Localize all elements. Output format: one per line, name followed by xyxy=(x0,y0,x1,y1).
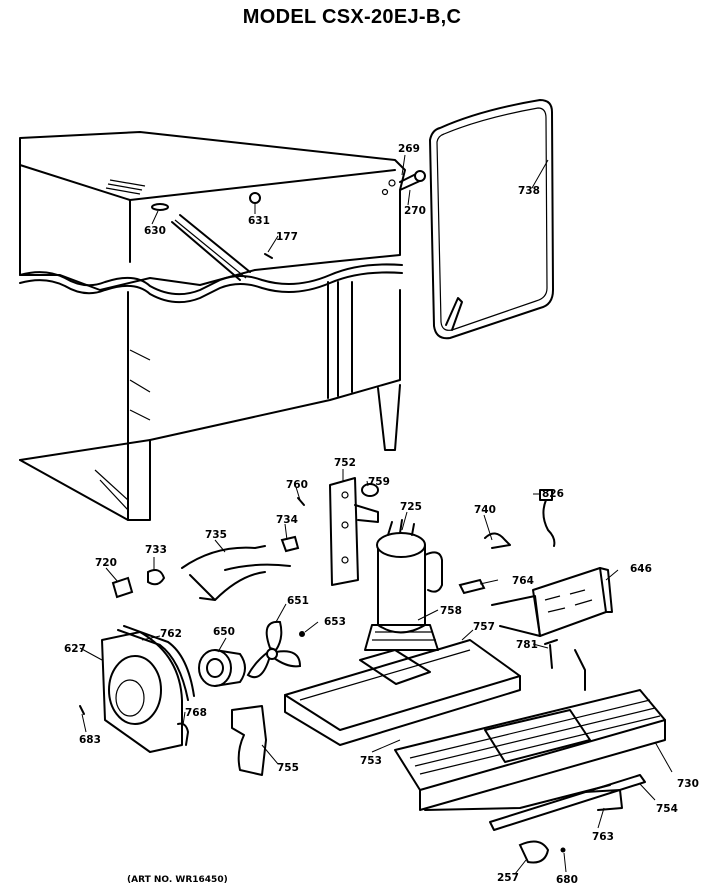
callout-763: 763 xyxy=(592,831,614,843)
part-760-screw xyxy=(297,497,305,506)
callout-683: 683 xyxy=(79,734,101,746)
diagram-title: MODEL CSX-20EJ-B,C xyxy=(243,6,461,28)
part-177-screw xyxy=(264,253,273,259)
callout-755: 755 xyxy=(277,762,299,774)
part-752-bracket xyxy=(329,477,379,586)
part-764-clamp xyxy=(458,578,486,595)
part-733-thermostat xyxy=(147,569,166,586)
callout-762: 762 xyxy=(160,628,182,640)
part-763-bracket xyxy=(584,789,623,811)
callout-760: 760 xyxy=(286,479,308,491)
callout-735: 735 xyxy=(205,529,227,541)
part-826-cord xyxy=(539,489,556,547)
part-630-plug xyxy=(151,203,169,211)
callout-764: 764 xyxy=(512,575,534,587)
part-646-board xyxy=(491,567,613,637)
leader-lines xyxy=(79,154,673,875)
part-725-compressor xyxy=(364,519,443,651)
callout-630: 630 xyxy=(144,225,166,237)
callout-758: 758 xyxy=(440,605,462,617)
part-755-panel xyxy=(231,705,267,776)
callout-754: 754 xyxy=(656,803,678,815)
callout-753: 753 xyxy=(360,755,382,767)
callout-781: 781 xyxy=(516,639,538,651)
part-653-nut xyxy=(299,631,305,637)
callout-labels: 269 270 738 630 631 177 760 752 759 725 … xyxy=(64,143,699,886)
part-781-screw xyxy=(544,639,558,669)
callout-738: 738 xyxy=(518,185,540,197)
part-754-rail xyxy=(489,774,646,831)
part-257-cap xyxy=(518,840,550,864)
part-650-fan-motor xyxy=(198,649,246,687)
callout-651: 651 xyxy=(287,595,309,607)
callout-730: 730 xyxy=(677,778,699,790)
part-757-base-pan xyxy=(284,639,521,746)
part-735-harness xyxy=(181,545,291,601)
callout-752: 752 xyxy=(334,457,356,469)
callout-631: 631 xyxy=(248,215,270,227)
part-627-shroud xyxy=(101,625,195,753)
callout-725: 725 xyxy=(400,501,422,513)
part-740-clip xyxy=(484,532,511,549)
callout-177: 177 xyxy=(276,231,298,243)
callout-257: 257 xyxy=(497,872,519,884)
callout-768: 768 xyxy=(185,707,207,719)
part-631-grommet xyxy=(249,192,261,204)
door-gasket-738 xyxy=(399,99,554,340)
callout-759: 759 xyxy=(368,476,390,488)
callout-757: 757 xyxy=(473,621,495,633)
callout-733: 733 xyxy=(145,544,167,556)
part-680-screw xyxy=(560,847,566,853)
callout-646: 646 xyxy=(630,563,652,575)
art-number: (ART NO. WR16450) xyxy=(127,875,228,885)
callout-270: 270 xyxy=(404,205,426,217)
callout-650: 650 xyxy=(213,626,235,638)
callout-653: 653 xyxy=(324,616,346,628)
part-734-connector xyxy=(280,535,300,553)
callout-740: 740 xyxy=(474,504,496,516)
callout-269: 269 xyxy=(398,143,420,155)
part-683-screw xyxy=(79,705,85,715)
part-720-block xyxy=(111,576,134,599)
part-730-condenser xyxy=(394,649,666,811)
callout-734: 734 xyxy=(276,514,298,526)
part-759-grommet xyxy=(361,483,379,497)
part-768-clip xyxy=(177,722,189,746)
cabinet-illustration xyxy=(19,131,406,521)
part-651-fan-blade xyxy=(246,620,302,679)
callout-720: 720 xyxy=(95,557,117,569)
callout-627: 627 xyxy=(64,643,86,655)
callout-680: 680 xyxy=(556,874,578,886)
callout-826: 826 xyxy=(542,488,564,500)
